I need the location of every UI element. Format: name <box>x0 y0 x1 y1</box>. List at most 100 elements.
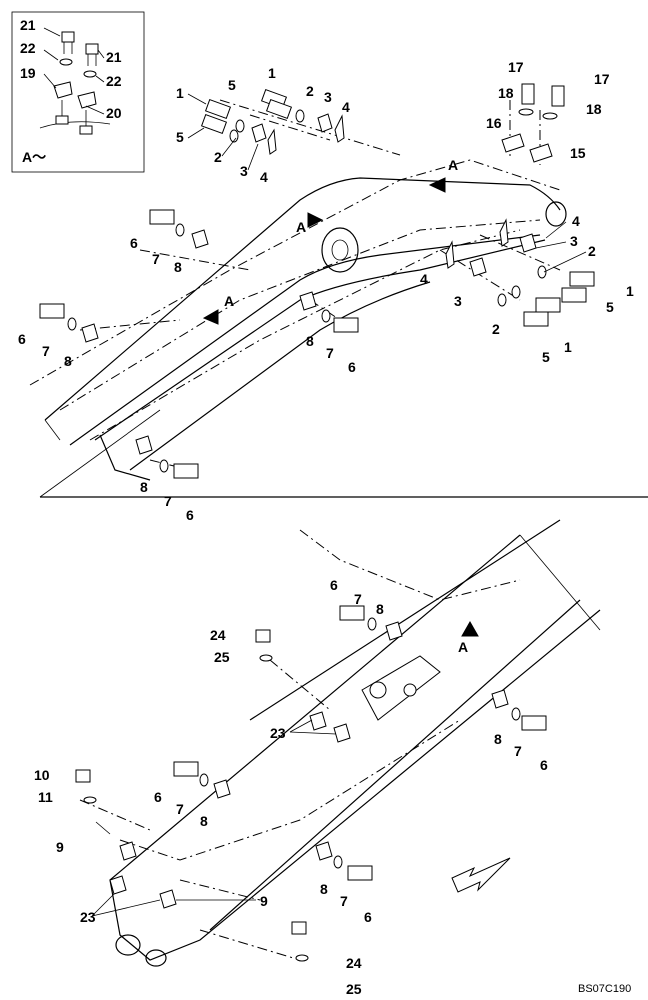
callout: 7 <box>514 743 522 759</box>
washer-icon <box>229 129 239 143</box>
callout: 8 <box>64 353 72 369</box>
callout: 1 <box>626 283 634 299</box>
callout: 23 <box>270 725 286 741</box>
callout: 4 <box>572 213 580 229</box>
clamp-icon <box>529 143 553 163</box>
inset-label-21b: 21 <box>106 49 122 65</box>
bolt-icon <box>61 31 75 54</box>
callout: 2 <box>588 243 596 259</box>
clamp-icon <box>519 233 537 253</box>
callout: 1 <box>564 339 572 355</box>
callout: 7 <box>164 493 172 509</box>
callout: 10 <box>34 767 50 783</box>
callout: 6 <box>330 577 338 593</box>
view-arrow-a-4: A <box>458 620 479 655</box>
callout: 8 <box>140 479 148 495</box>
bracket-icon <box>499 218 509 247</box>
callout: 24 <box>210 627 226 643</box>
clamp-icon <box>315 841 333 861</box>
inset-detail-a: 21 22 21 22 19 20 A～ <box>11 11 145 173</box>
washer-icon <box>199 773 209 787</box>
callout: 6 <box>348 359 356 375</box>
callout: 6 <box>154 789 162 805</box>
bolt-icon <box>333 317 359 333</box>
callout: 7 <box>326 345 334 361</box>
callout: 25 <box>214 649 230 665</box>
arm-hardware <box>75 605 547 962</box>
leader-lines <box>91 93 587 917</box>
bracket-icon <box>267 128 277 155</box>
inset-label-22b: 22 <box>106 73 122 89</box>
callout: 9 <box>56 839 64 855</box>
clamp-icon <box>81 323 99 343</box>
view-arrow-a-2: A <box>296 212 324 235</box>
bolt-icon <box>347 865 373 881</box>
washer-icon <box>159 459 169 473</box>
callout: 24 <box>346 955 362 971</box>
callout: 7 <box>354 591 362 607</box>
callout: 17 <box>508 59 524 75</box>
boom-head-boss <box>545 201 567 227</box>
bolt-icon <box>523 311 549 327</box>
callout: 8 <box>376 601 384 617</box>
inset-label-22a: 22 <box>20 40 36 56</box>
washer-icon <box>295 109 305 123</box>
clamp-icon <box>109 875 127 895</box>
inset-title: A～ <box>22 149 46 165</box>
callout: 2 <box>214 149 222 165</box>
callout: 5 <box>542 349 550 365</box>
arm-end-pin-boss <box>145 949 167 967</box>
callout: 18 <box>586 101 602 117</box>
washer-icon <box>83 796 97 804</box>
washer-icon <box>175 223 185 237</box>
clamp-icon <box>309 711 327 731</box>
svg-text:A: A <box>448 157 458 173</box>
callout: 3 <box>570 233 578 249</box>
callout: 3 <box>324 89 332 105</box>
upper-callouts: 1 5 2 3 4 1 5 2 3 4 17 17 18 18 16 15 4 … <box>18 59 634 523</box>
callout: 23 <box>80 909 96 925</box>
callout: 7 <box>152 251 160 267</box>
callout: 8 <box>494 731 502 747</box>
callout: 25 <box>346 981 362 997</box>
washer-icon <box>518 108 534 116</box>
washer-icon <box>295 954 309 962</box>
washer-icon <box>235 119 245 133</box>
view-arrow-a-1: A <box>428 157 458 193</box>
inset-label-20: 20 <box>106 105 122 121</box>
washer-icon <box>83 70 97 78</box>
callout: 6 <box>540 757 548 773</box>
boom-outline <box>39 177 648 498</box>
callout: 3 <box>240 163 248 179</box>
clamp-icon <box>213 779 231 799</box>
callout: 6 <box>130 235 138 251</box>
boom-foot-pin-boss <box>321 227 359 273</box>
bolt-group-right-mid <box>445 218 595 327</box>
lower-callouts: 6 7 8 24 25 23 8 7 6 10 11 6 7 8 9 23 9 … <box>34 577 548 997</box>
svg-text:A: A <box>224 293 234 309</box>
clamp-icon <box>317 113 333 133</box>
bolt-group-top-right <box>501 83 565 163</box>
washer-icon <box>542 112 558 120</box>
callout: 5 <box>606 299 614 315</box>
callout: 3 <box>454 293 462 309</box>
callout: 18 <box>498 85 514 101</box>
arm-link-plate <box>361 655 441 721</box>
clamp-icon <box>77 91 97 109</box>
callout: 15 <box>570 145 586 161</box>
clamp-icon <box>159 889 177 909</box>
bolt-icon <box>39 303 65 319</box>
callout: 2 <box>492 321 500 337</box>
clamp-icon <box>251 123 267 143</box>
callout: 4 <box>342 99 350 115</box>
callout: 8 <box>306 333 314 349</box>
bolt-icon <box>291 921 307 935</box>
arm-end-pin-boss <box>115 934 141 956</box>
bolt-icon <box>535 297 561 313</box>
clamp-icon <box>385 621 403 641</box>
bolt-icon <box>339 605 365 621</box>
bolt-icon <box>204 98 232 120</box>
bolt-icon <box>561 287 587 303</box>
callout: 7 <box>340 893 348 909</box>
